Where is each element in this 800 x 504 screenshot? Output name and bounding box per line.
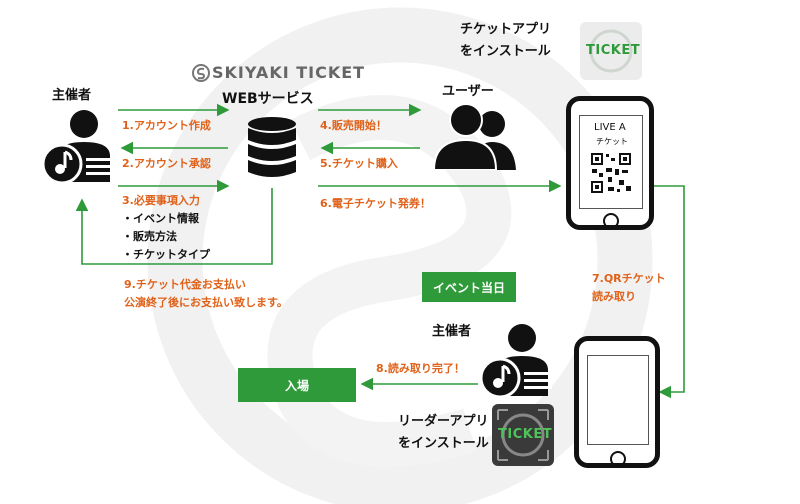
users-icon xyxy=(432,103,516,170)
phone-screen: LIVE A チケット xyxy=(579,115,643,209)
step-5-label: 5.チケット購入 xyxy=(320,157,398,170)
reader-app-install-sublabel: をインストール xyxy=(398,436,489,451)
step-9-label: 9.チケット代金お支払い xyxy=(124,278,246,291)
organizer-music-icon xyxy=(41,110,114,184)
step-1-label: 1.アカウント作成 xyxy=(122,119,211,132)
database-icon xyxy=(248,117,296,177)
smartphone-reader xyxy=(574,336,660,468)
step-7-sublabel: 読み取り xyxy=(592,290,636,303)
ticket-label: チケット xyxy=(596,137,628,146)
step-2-label: 2.アカウント承認 xyxy=(122,157,211,170)
event-day-box: イベント当日 xyxy=(422,272,516,302)
phone-screen xyxy=(587,355,649,445)
step-6-label: 6.電子チケット発券！ xyxy=(320,197,431,210)
organizer-bottom-label: 主催者 xyxy=(432,324,472,339)
ticket-app-tile: TICKET xyxy=(580,22,642,80)
reader-app-install-label: リーダーアプリ xyxy=(398,414,489,429)
step-3-item: ・チケットタイプ xyxy=(122,248,210,261)
entry-box: 入場 xyxy=(238,368,356,402)
step-3-item: ・イベント情報 xyxy=(122,212,199,225)
step-9-sublabel: 公演終了後にお支払い致します。 xyxy=(124,296,288,309)
smartphone-ticket: LIVE A チケット xyxy=(566,96,654,230)
skiyaki-logo-icon xyxy=(192,64,210,82)
ticket-app-icon xyxy=(589,29,633,73)
web-service-label: WEBサービス xyxy=(222,91,314,107)
ticket-event-name: LIVE A xyxy=(594,122,626,133)
ticket-app-tile-text: TICKET xyxy=(586,43,641,58)
step-7-label: 7.QRチケット xyxy=(592,272,666,285)
phone-home-button xyxy=(610,451,626,467)
reader-app-icon xyxy=(497,409,549,461)
reader-app-tile: TICKET xyxy=(492,404,554,466)
step-3-label: 3.必要事項入力 xyxy=(122,194,200,207)
step-4-label: 4.販売開始！ xyxy=(320,119,387,132)
organizer-music-icon xyxy=(479,324,552,398)
step-8-label: 8.読み取り完了！ xyxy=(376,362,465,375)
brand-logo-text: SKIYAKI TICKET xyxy=(212,63,366,82)
ticket-app-install-label: チケットアプリ xyxy=(460,22,552,37)
user-label: ユーザー xyxy=(442,84,494,99)
reader-app-tile-text: TICKET xyxy=(498,427,553,442)
step-3-item: ・販売方法 xyxy=(122,230,177,243)
organizer-top-label: 主催者 xyxy=(52,88,92,103)
ticket-app-install-sublabel: をインストール xyxy=(460,44,551,59)
phone-home-button xyxy=(603,213,619,229)
qr-code-icon xyxy=(590,152,632,194)
